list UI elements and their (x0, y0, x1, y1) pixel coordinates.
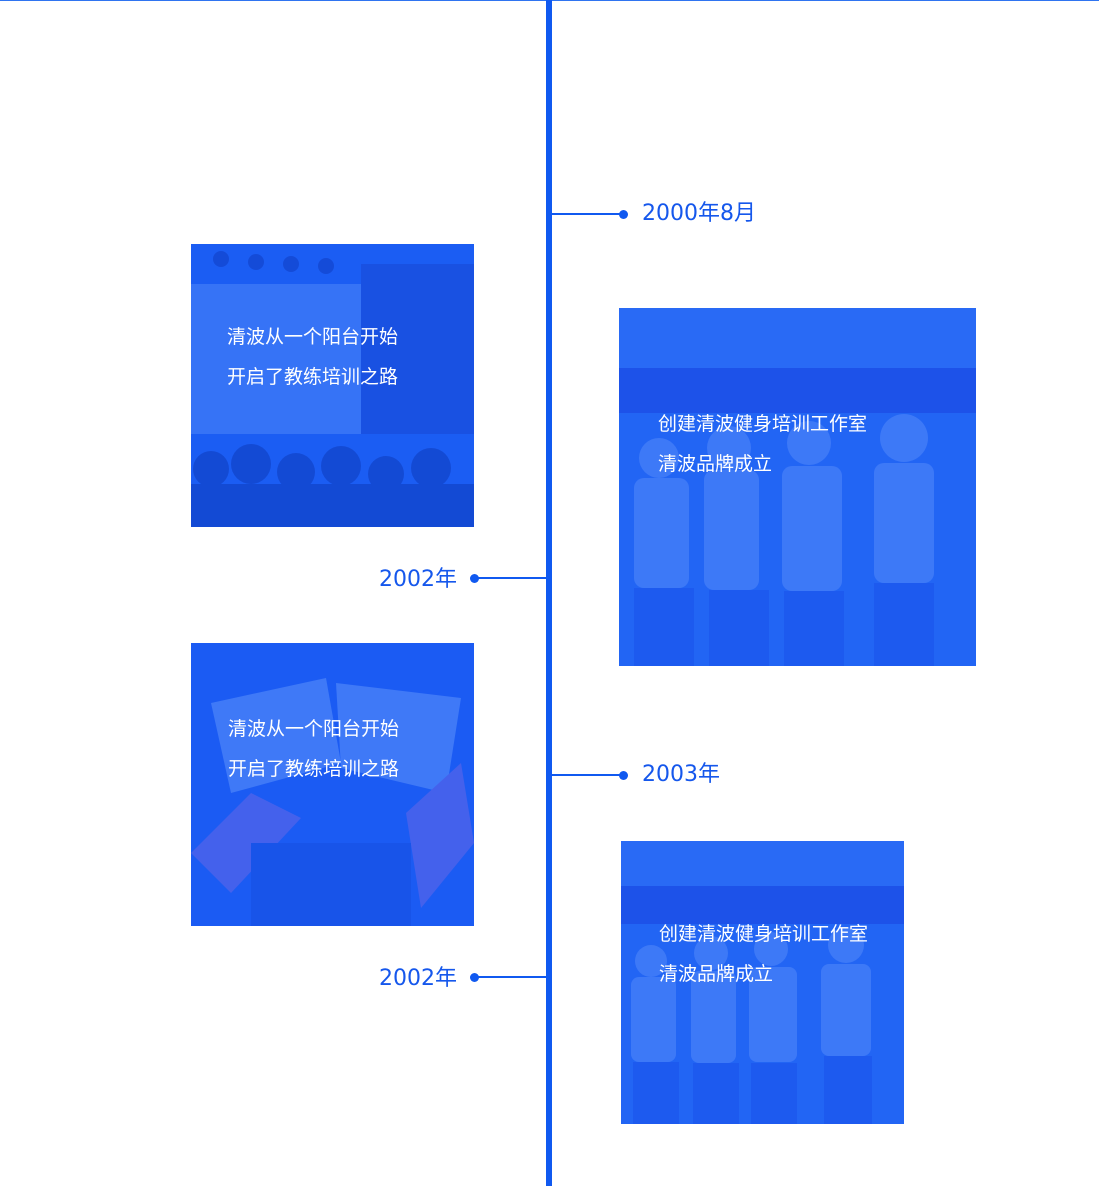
timeline-caption-1: 创建清波健身培训工作室 清波品牌成立 (658, 404, 867, 484)
timeline-card-1[interactable]: 创建清波健身培训工作室 清波品牌成立 (619, 308, 976, 666)
caption-line: 开启了教练培训之路 (227, 366, 399, 388)
timeline-card-3[interactable]: 创建清波健身培训工作室 清波品牌成立 (621, 841, 904, 1124)
timeline-date-1: 2000年8月 (642, 201, 756, 226)
caption-line: 清波品牌成立 (658, 453, 773, 475)
timeline-dot-3 (619, 770, 628, 780)
caption-line: 清波品牌成立 (659, 963, 774, 985)
card-tint-overlay (619, 308, 976, 666)
timeline-dot-2 (470, 573, 479, 583)
timeline-card-4[interactable]: 清波从一个阳台开始 开启了教练培训之路 (191, 643, 474, 926)
timeline-card-2[interactable]: 清波从一个阳台开始 开启了教练培训之路 (191, 244, 474, 527)
timeline-connector-4 (476, 976, 546, 978)
card-tint-overlay (621, 841, 904, 1124)
timeline-connector-1 (552, 213, 624, 215)
timeline-axis (546, 0, 552, 1186)
caption-line: 创建清波健身培训工作室 (659, 923, 869, 945)
caption-line: 创建清波健身培训工作室 (658, 413, 868, 435)
timeline-date-2: 2002年 (379, 567, 457, 592)
timeline-caption-2: 清波从一个阳台开始 开启了教练培训之路 (227, 317, 398, 397)
timeline-caption-3: 创建清波健身培训工作室 清波品牌成立 (659, 914, 868, 994)
caption-line: 清波从一个阳台开始 (227, 326, 399, 348)
timeline-caption-4: 清波从一个阳台开始 开启了教练培训之路 (228, 709, 399, 789)
timeline-connector-3 (552, 774, 624, 776)
caption-line: 开启了教练培训之路 (228, 758, 400, 780)
timeline-dot-4 (470, 972, 479, 982)
timeline-date-3: 2003年 (642, 762, 720, 787)
card-tint-overlay (191, 244, 474, 527)
card-tint-overlay (191, 643, 474, 926)
caption-line: 清波从一个阳台开始 (228, 718, 400, 740)
timeline-date-4: 2002年 (379, 966, 457, 991)
timeline-connector-2 (476, 577, 546, 579)
timeline-dot-1 (619, 209, 628, 219)
